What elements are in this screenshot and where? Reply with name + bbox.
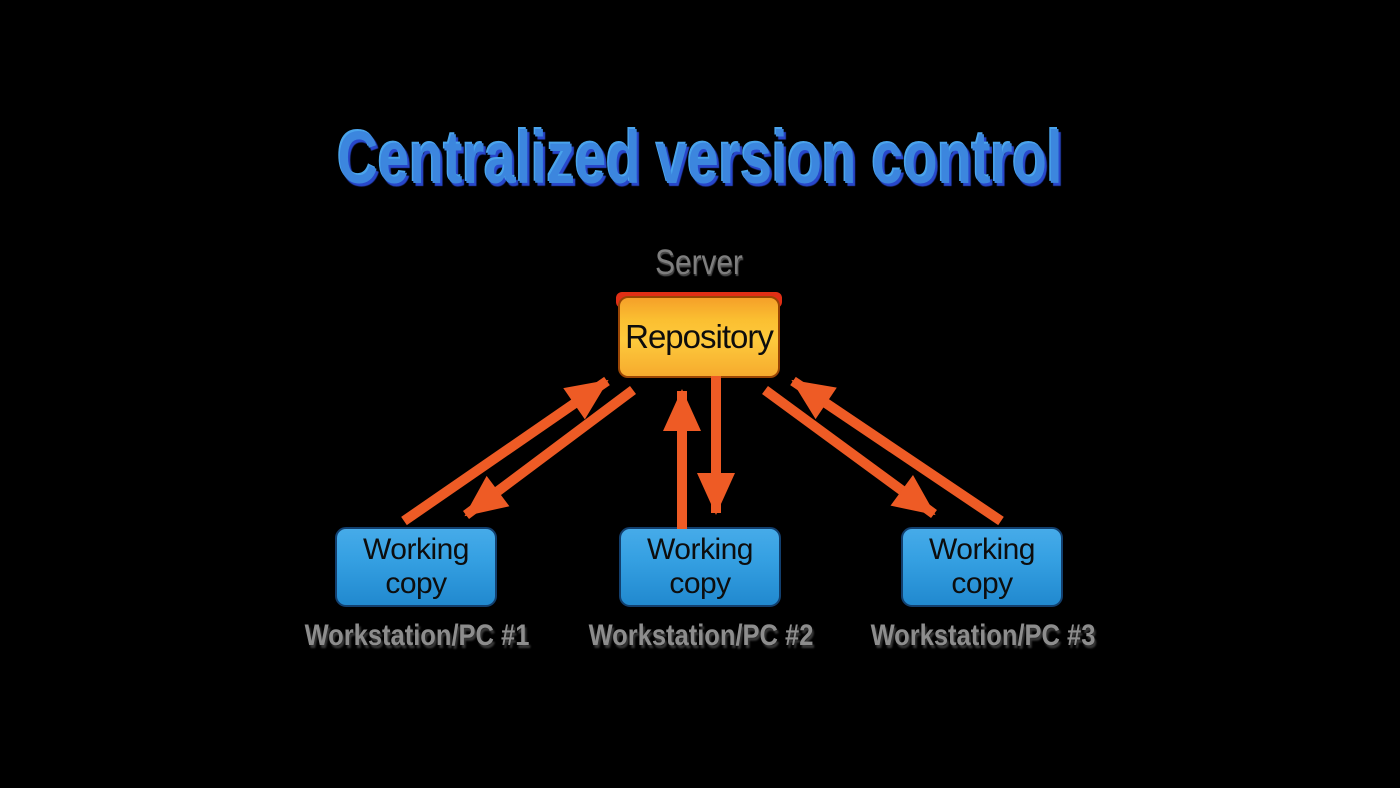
working-copy-1-node: Working copy — [335, 527, 497, 607]
workstation-2-caption: Workstation/PC #2 — [588, 619, 814, 652]
arrow-working-copy-1-to-repository — [401, 376, 610, 526]
workstation-3-caption: Workstation/PC #3 — [870, 619, 1096, 652]
arrow-repository-to-working-copy-3 — [762, 385, 937, 519]
workstation-1-caption: Workstation/PC #1 — [304, 619, 530, 652]
server-caption: Server — [655, 243, 743, 282]
repository-node: Repository — [618, 296, 780, 378]
diagram-title: Centralized version control — [337, 116, 1063, 199]
working-copy-3-label: Working copy — [929, 533, 1035, 600]
working-copy-3-node: Working copy — [901, 527, 1063, 607]
arrow-working-copy-3-to-repository — [790, 376, 1004, 526]
arrow-repository-to-working-copy-1 — [463, 385, 636, 520]
working-copy-2-label: Working copy — [647, 533, 753, 600]
working-copy-1-label: Working copy — [363, 533, 469, 600]
working-copy-2-node: Working copy — [619, 527, 781, 607]
repository-label: Repository — [625, 318, 774, 355]
